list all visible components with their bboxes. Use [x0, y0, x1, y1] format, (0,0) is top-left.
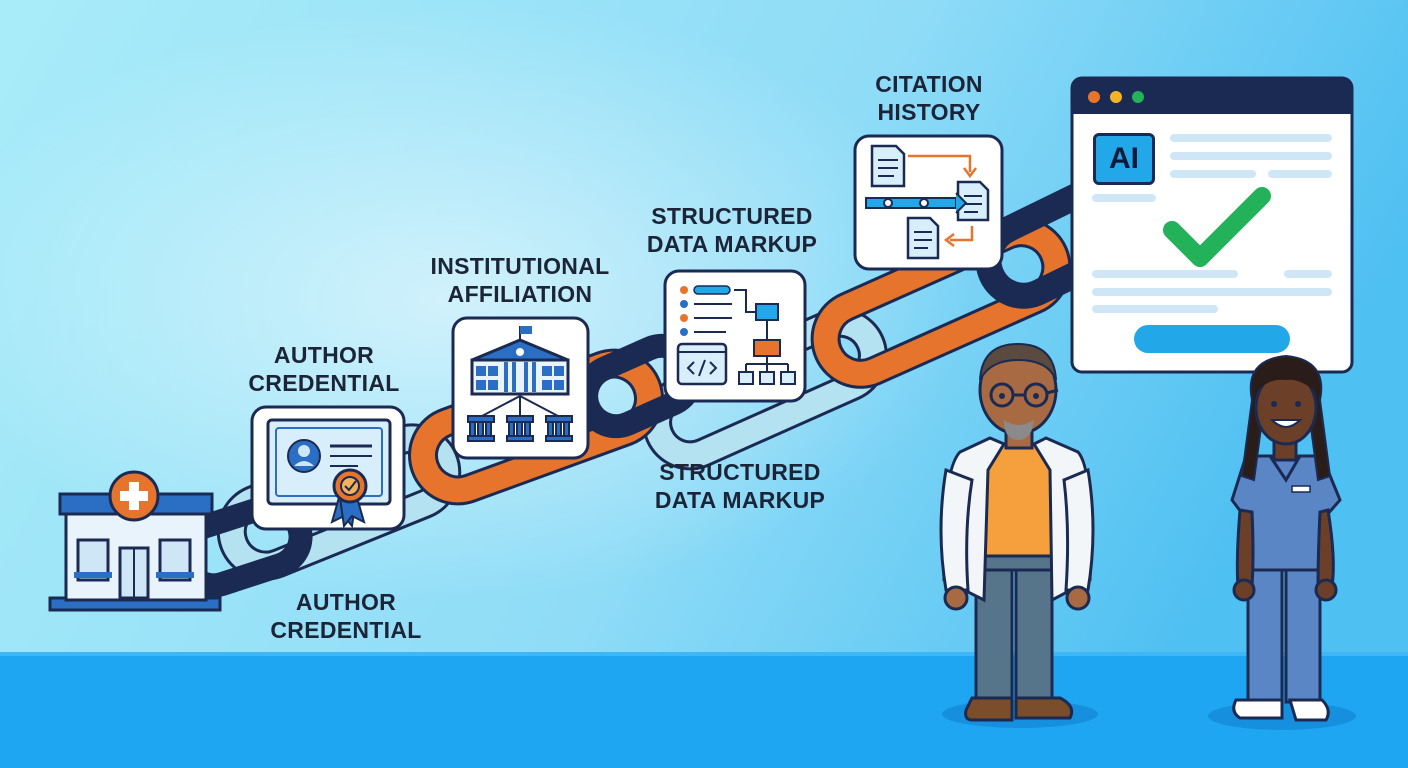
label-structured-data-top: STRUCTURED DATA MARKUP — [630, 202, 834, 258]
citation-flow-icon — [865, 144, 990, 260]
label-line: INSTITUTIONAL — [430, 253, 610, 279]
nurse-figure — [1208, 354, 1356, 730]
label-line: AFFILIATION — [447, 281, 593, 307]
label-institutional-affiliation: INSTITUTIONAL AFFILIATION — [414, 252, 626, 308]
label-line: STRUCTURED — [651, 203, 813, 229]
hospital-icon — [48, 470, 222, 612]
structured-data-icon — [676, 285, 796, 386]
institution-card — [451, 316, 590, 460]
checkmark-icon — [1163, 187, 1271, 267]
ai-badge: AI — [1093, 133, 1155, 185]
floor-edge — [0, 652, 1408, 656]
chain-link-orange-2 — [810, 217, 1072, 389]
certificate-card — [250, 405, 406, 531]
label-structured-data-bottom: STRUCTURED DATA MARKUP — [638, 458, 842, 514]
browser-action-bar — [1134, 325, 1290, 353]
label-line: CREDENTIAL — [248, 370, 400, 396]
doctor-figure — [939, 342, 1098, 728]
structured-data-card — [663, 269, 807, 403]
institution-icon — [467, 326, 573, 442]
label-line: AUTHOR — [295, 589, 397, 615]
label-author-credential-bottom: AUTHOR CREDENTIAL — [248, 588, 444, 644]
browser-window-icon — [1070, 76, 1354, 374]
label-line: AUTHOR — [273, 342, 375, 368]
certificate-icon — [266, 418, 392, 529]
citation-card — [853, 134, 1004, 271]
floor — [0, 652, 1408, 768]
label-line: CREDENTIAL — [270, 617, 422, 643]
label-line: DATA MARKUP — [654, 487, 826, 513]
label-line: DATA MARKUP — [646, 231, 818, 257]
label-author-credential-top: AUTHOR CREDENTIAL — [226, 341, 422, 397]
label-line: CITATION — [875, 71, 983, 97]
label-line: STRUCTURED — [659, 459, 821, 485]
label-line: HISTORY — [877, 99, 981, 125]
label-citation-history: CITATION HISTORY — [846, 70, 1012, 126]
